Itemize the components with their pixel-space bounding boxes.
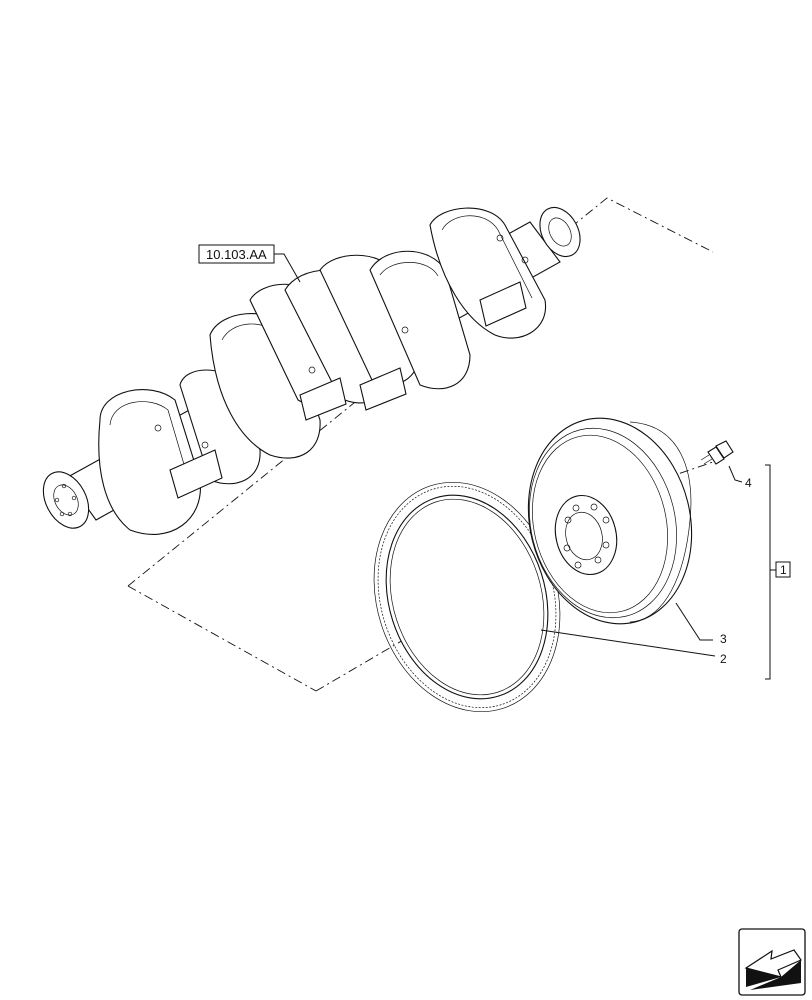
- reference-label-text: 10.103.AA: [206, 247, 267, 262]
- flywheel-bolt: [700, 440, 734, 465]
- leader-2: [540, 629, 716, 657]
- crankshaft: [42, 206, 581, 535]
- flywheel: [527, 417, 693, 625]
- callout-3: 3: [720, 632, 727, 646]
- assembly-label-box: [775, 561, 791, 578]
- leader-3: [675, 602, 713, 641]
- callout-leaders: [540, 465, 743, 657]
- callout-2: 2: [720, 652, 727, 666]
- assembly-bracket: 1: [765, 464, 791, 680]
- reference-callout: 10.103.AA: [198, 244, 301, 283]
- next-page-arrow-icon[interactable]: [738, 928, 806, 996]
- leader-4: [728, 465, 743, 483]
- callout-4: 4: [745, 476, 752, 490]
- assembly-label: 1: [780, 563, 787, 577]
